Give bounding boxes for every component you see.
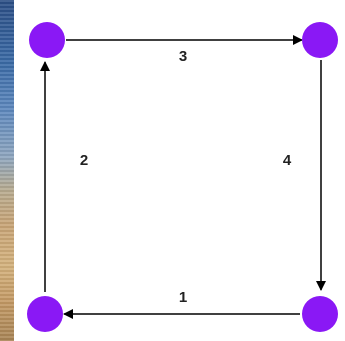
edge-label-1: 1 (179, 289, 187, 306)
node-bottom-left (27, 296, 63, 332)
edge-label-4: 4 (283, 152, 292, 169)
node-top-right (302, 22, 338, 58)
edge-label-2: 2 (80, 152, 88, 169)
edge-label-3: 3 (179, 48, 187, 65)
node-top-left (29, 22, 65, 58)
node-bottom-right (302, 296, 338, 332)
